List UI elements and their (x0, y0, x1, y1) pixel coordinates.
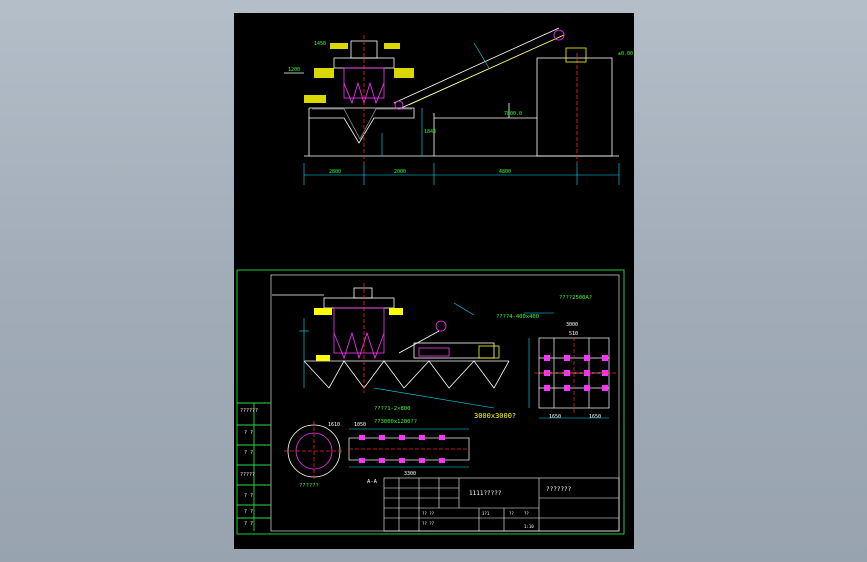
plan-dim-text: 3000 510 1650 1650 1610 1050 3300 (328, 322, 601, 477)
dim-text: 2800 (329, 169, 341, 175)
title-main: ??????? (546, 486, 572, 493)
top-elevation-view (284, 27, 619, 163)
elev-text: 1450 (314, 41, 326, 47)
legend-item: ? ? (244, 430, 253, 436)
tank-dims (349, 428, 469, 468)
callout-text: ????1-2×800 (374, 406, 410, 412)
elev-text: 1843 (424, 129, 436, 135)
legend-item: ? ? (244, 493, 253, 499)
dim-text: 3300 (404, 471, 416, 477)
title-cell: 1:10 (524, 524, 534, 529)
drawing-sheet: 2800 2000 4800 1200 1450 1843 7800.0 ±0.… (234, 13, 634, 549)
dim-text: 1650 (549, 414, 561, 420)
top-dimension-text: 2800 2000 4800 1200 1450 1843 7800.0 ±0.… (288, 41, 633, 175)
cad-drawing: 2800 2000 4800 1200 1450 1843 7800.0 ±0.… (236, 27, 633, 535)
tank-plan (284, 421, 344, 481)
callouts: ????2500A? ????4-400x400 ????1-2×800 300… (299, 295, 592, 489)
callout-text: ????2500A? (559, 295, 592, 301)
callout-text: 3000x3000? (474, 412, 516, 420)
title-cell: ?? ?? (422, 521, 435, 526)
dim-text: 510 (569, 331, 578, 337)
legend-item: ? ? (244, 521, 253, 527)
callout-text: ?????? (299, 483, 319, 489)
dim-text: 1610 (328, 422, 340, 428)
top-dimension-lines (303, 42, 620, 185)
callout-text: ??3000x1200?? (374, 419, 417, 425)
dim-text: 1650 (589, 414, 601, 420)
dim-text: 3000 (566, 322, 578, 328)
elev-text: ±0.00 (618, 51, 633, 57)
dim-text: 2000 (394, 169, 406, 175)
bottom-dims (299, 302, 495, 409)
title-cell: ?? ?? (422, 511, 435, 516)
legend-item: ?????? (240, 408, 258, 414)
title-cell: 1?1 (482, 511, 490, 516)
plan-dims (524, 312, 609, 419)
title-cell: ?? (524, 511, 529, 516)
legend-item: ????? (240, 472, 255, 478)
section-label: A-A (367, 479, 378, 485)
bottom-frame (236, 269, 625, 535)
dim-text: 4800 (499, 169, 511, 175)
left-legend: ?????? ? ? ? ? ????? ? ? ? ? ? ? (240, 408, 258, 527)
title-block-text: ??????? 1111????? ?? ?? ?? ?? 1?1 ?? ?? … (422, 486, 572, 529)
callout-text: ????4-400x400 (496, 314, 539, 320)
elev-text: 7800.0 (504, 111, 522, 117)
elev-text: 1200 (288, 67, 300, 73)
tank-section (348, 435, 470, 463)
dim-text: 1050 (354, 422, 366, 428)
title-block (383, 477, 620, 532)
legend-item: ? ? (244, 450, 253, 456)
legend-item: ? ? (244, 509, 253, 515)
bottom-elevation-view (272, 283, 510, 393)
title-cell: ?? (509, 511, 514, 516)
title-name: 1111????? (469, 490, 502, 497)
plan-view (534, 331, 619, 413)
